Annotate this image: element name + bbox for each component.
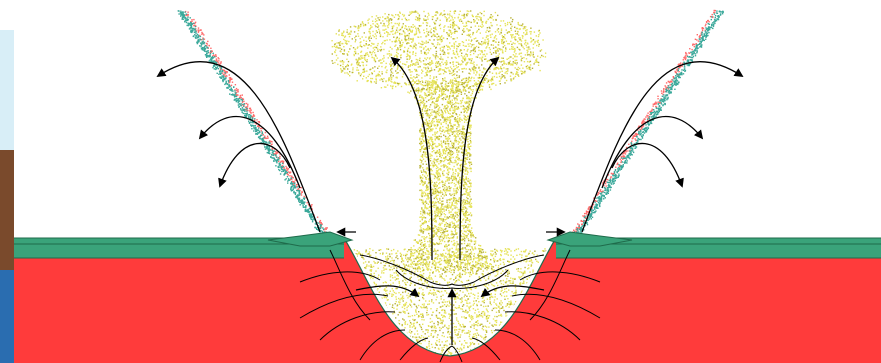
left-trajectory-1 bbox=[158, 62, 320, 232]
right-trajectory-1 bbox=[582, 62, 742, 232]
vapor-plume bbox=[331, 10, 546, 271]
right-trajectory-3 bbox=[612, 143, 682, 186]
photo-edge-strip bbox=[0, 30, 14, 363]
left-trajectory-2 bbox=[200, 117, 300, 188]
